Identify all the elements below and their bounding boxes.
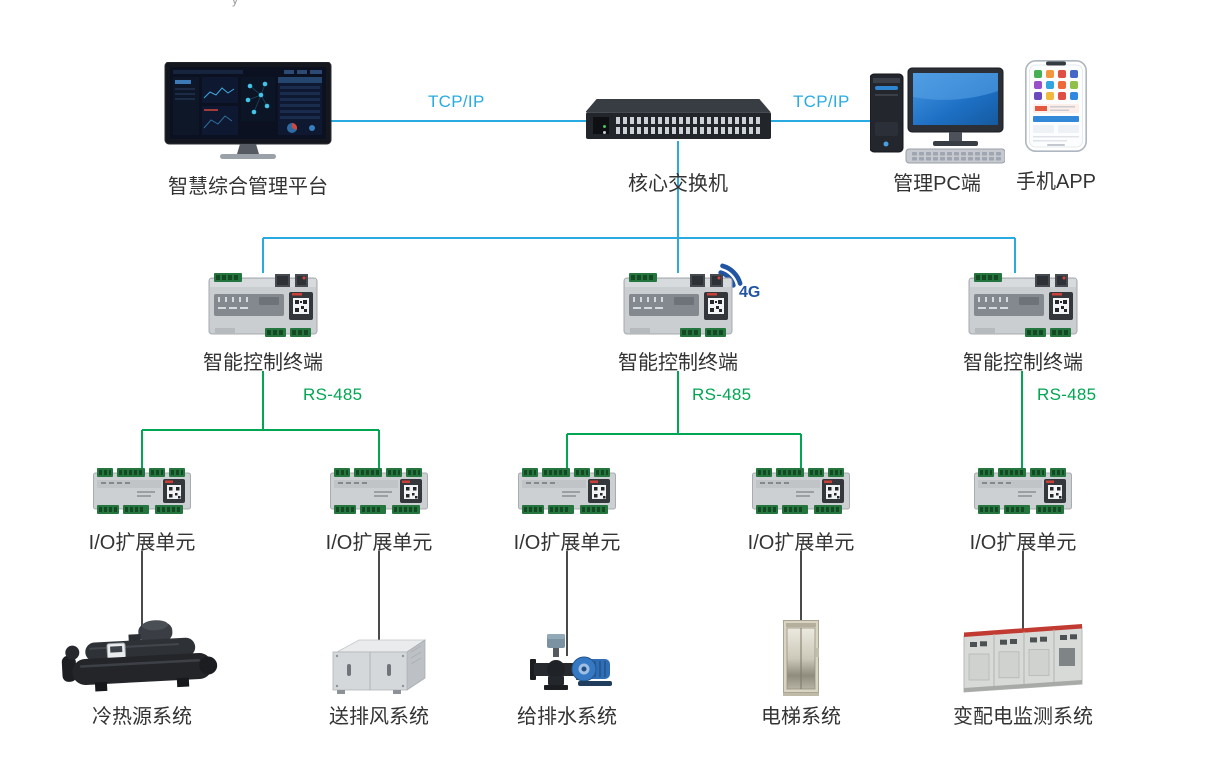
- node-io-unit-5: I/O扩展单元: [943, 466, 1103, 555]
- node-mobile-app: 手机APP: [986, 60, 1126, 194]
- node-controller-2: 智能控制终端: [578, 270, 778, 375]
- node-core-switch: 核心交换机: [578, 97, 778, 196]
- dashboard-monitor-icon: [164, 62, 332, 159]
- din-rail-controller-icon: [623, 273, 733, 337]
- platform-label: 智慧综合管理平台: [168, 176, 328, 198]
- equipment-lines: [141, 551, 1024, 656]
- io-expansion-icon: [518, 468, 616, 514]
- io-unit-label: I/O扩展单元: [969, 532, 1077, 554]
- controller-label: 智能控制终端: [203, 352, 323, 374]
- rs485-label-middle: RS-485: [692, 385, 752, 404]
- node-system-ventilation: 送排风系统: [289, 610, 469, 729]
- air-handling-unit-icon: [332, 639, 427, 694]
- io-unit-label: I/O扩展单元: [513, 532, 621, 554]
- node-controller-3: 智能控制终端: [923, 270, 1123, 375]
- ethernet-lines: [262, 120, 1016, 273]
- rs485-label-left: RS-485: [303, 385, 363, 404]
- controller-label: 智能控制终端: [963, 352, 1083, 374]
- io-expansion-icon: [974, 468, 1072, 514]
- desktop-computer-icon: [869, 67, 1005, 164]
- node-io-unit-3: I/O扩展单元: [487, 466, 647, 555]
- controller-label: 智能控制终端: [618, 352, 738, 374]
- switchgear-icon: [963, 624, 1083, 693]
- chiller-icon: [61, 620, 217, 692]
- valve-and-pump-icon: [529, 634, 612, 690]
- din-rail-controller-icon: [208, 273, 318, 337]
- rack-switch-icon: [585, 97, 771, 143]
- node-management-pc: 管理PC端: [852, 62, 1022, 196]
- system-label: 送排风系统: [329, 706, 429, 728]
- io-expansion-icon: [93, 468, 191, 514]
- pc-label: 管理PC端: [893, 173, 981, 195]
- node-io-unit-4: I/O扩展单元: [721, 466, 881, 555]
- rs485-label-right: RS-485: [1037, 385, 1097, 404]
- smartphone-icon: [1025, 60, 1087, 152]
- elevator-icon: [783, 620, 819, 696]
- core-switch-label: 核心交换机: [628, 173, 728, 195]
- node-controller-1: 智能控制终端: [163, 270, 363, 375]
- node-system-elevator: 电梯系统: [721, 610, 881, 729]
- app-label: 手机APP: [1015, 171, 1097, 193]
- edge-artifact: y: [232, 0, 238, 7]
- node-system-power: 变配电监测系统: [918, 610, 1128, 729]
- io-expansion-icon: [330, 468, 428, 514]
- node-system-hvac-source: 冷热源系统: [42, 610, 242, 729]
- system-label: 冷热源系统: [92, 706, 192, 728]
- node-io-unit-1: I/O扩展单元: [62, 466, 222, 555]
- system-label: 电梯系统: [761, 706, 841, 728]
- system-label: 变配电监测系统: [953, 706, 1093, 728]
- node-io-unit-2: I/O扩展单元: [299, 466, 459, 555]
- din-rail-controller-icon: [968, 273, 1078, 337]
- rs485-lines: [141, 371, 1023, 470]
- node-management-platform: 智慧综合管理平台: [150, 62, 346, 199]
- tcpip-label-left: TCP/IP: [428, 92, 485, 111]
- io-unit-label: I/O扩展单元: [325, 532, 433, 554]
- io-expansion-icon: [752, 468, 850, 514]
- tcpip-label-right: TCP/IP: [793, 92, 850, 111]
- io-unit-label: I/O扩展单元: [747, 532, 855, 554]
- wireless-label: 4G: [739, 284, 760, 300]
- system-label: 给排水系统: [517, 706, 617, 728]
- io-unit-label: I/O扩展单元: [88, 532, 196, 554]
- node-system-water: 给排水系统: [477, 610, 657, 729]
